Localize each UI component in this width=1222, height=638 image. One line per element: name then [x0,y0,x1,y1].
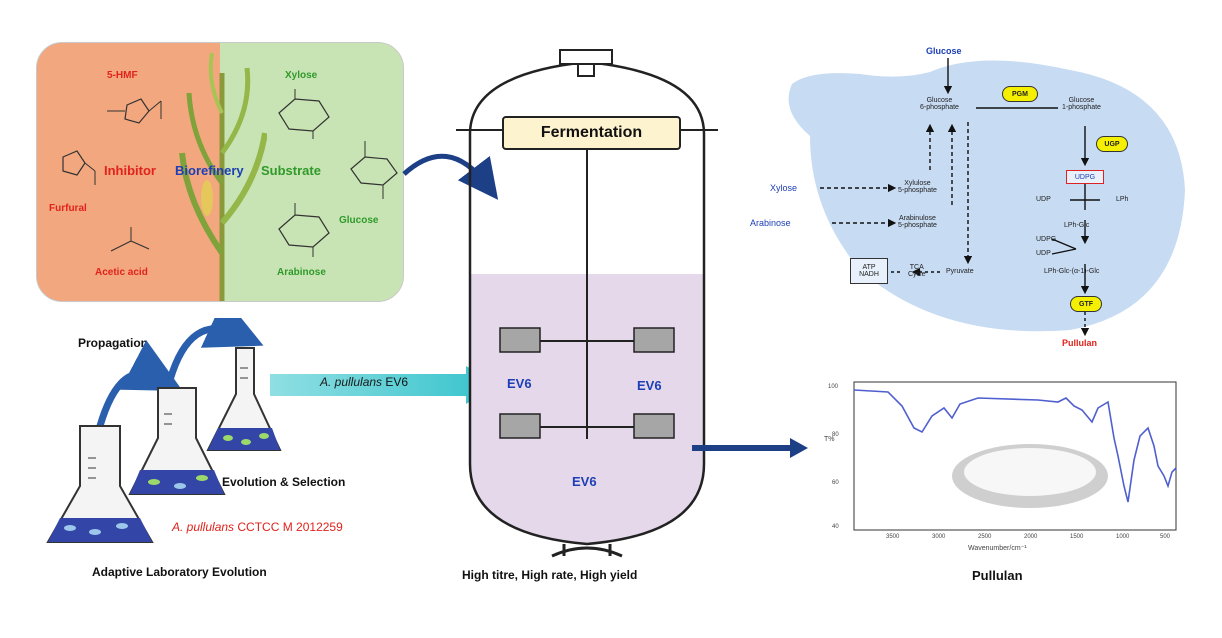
impeller-blade [499,327,541,353]
y-tick: 100 [828,384,839,390]
acetic-acid-structure-icon [110,227,150,252]
substrate-label: Substrate [261,163,321,178]
pathway-udp-2: UDP [1036,250,1051,257]
pathway-arabinose: Arabinose [750,218,791,228]
inhibitor-5hmf-label: 5-HMF [107,70,138,81]
fermenter-strain-label: EV6 [637,378,662,393]
substrate-xylose-label: Xylose [285,70,318,81]
y-tick: 80 [832,432,839,438]
pathway-g6p: Glucose 6-phosphate [920,97,959,111]
inhibitor-acetic-acid-label: Acetic acid [95,267,148,278]
glucose-structure-icon [350,141,398,199]
ugp-enzyme: UGP [1096,136,1128,152]
pathway-lph: LPh [1116,196,1129,203]
x-tick: 1000 [1116,534,1130,540]
pathway-arabinulose: Arabinulose 5-phosphate [898,215,937,229]
x-tick: 2500 [978,534,992,540]
parent-strain-id: CCTCC M 2012259 [237,520,343,534]
flask-2-icon [128,387,226,495]
fermentation-caption: High titre, High rate, High yield [462,568,638,582]
y-tick: 60 [832,480,839,486]
x-tick: 3500 [886,534,900,540]
impeller-blade [499,413,541,439]
gtf-enzyme: GTF [1070,296,1102,312]
inoculum-label: A. pullulans EV6 [320,375,408,389]
flask-1-icon [46,425,154,543]
xylose-structure-icon [278,89,330,139]
pathway-xylose: Xylose [770,183,798,193]
pathway-pullulan: Pullulan [1062,338,1098,348]
cell-shape [788,58,1185,337]
pathway-udp: UDP [1036,196,1051,203]
arabinose-structure-icon [278,203,330,257]
propagation-arrow-1 [96,340,183,427]
pathway-g1p: Glucose 1-phosphate [1062,97,1101,111]
pathway-tca: TCA Cycle [908,264,926,278]
y-axis-title: T% [824,436,835,443]
flask-3-icon [206,347,282,451]
x-tick: 1500 [1070,534,1084,540]
inhibitor-furfural-label: Furfural [49,203,87,214]
substrate-arabinose-label: Arabinose [277,267,326,278]
hmf-structure-icon [107,98,162,124]
biorefinery-label: Biorefinery [175,163,244,178]
parent-strain-species: A. pullulans [172,520,235,534]
x-tick: 3000 [932,534,946,540]
fermenter-strain-label: EV6 [507,376,532,391]
x-tick: 500 [1160,534,1171,540]
inoculum-arrow-icon [270,366,498,404]
substrate-glucose-label: Glucose [339,215,379,226]
corn-plant-icon [179,53,267,301]
fermentation-title: Fermentation [502,116,681,150]
pullulan-caption: Pullulan [972,568,1023,583]
fermenter-vessel [456,49,718,558]
propagation-arrow-2 [166,318,264,381]
inoculum-species: A. pullulans [320,375,383,389]
metabolic-pathway: Glucose Glucose 6-phosphate Glucose 1-ph… [740,40,1200,360]
pathway-udpg-2: UDPG [1036,236,1057,243]
pgm-enzyme: PGM [1002,86,1038,102]
pathway-lph-glc: LPh-Glc [1064,222,1090,229]
fermenter-strain-label: EV6 [572,474,597,489]
x-tick: 2000 [1024,534,1038,540]
ale-caption: Adaptive Laboratory Evolution [92,565,267,579]
pathway-pyruvate: Pyruvate [946,268,974,275]
parent-strain-label: A. pullulans CCTCC M 2012259 [172,520,343,534]
pathway-xylulose: Xylulose 5-phosphate [898,180,937,194]
feed-arrow-icon [402,153,499,200]
udpg-box: UDPG [1066,170,1104,184]
pathway-lph-glc-n: LPh-Glc-(α-1)-Glc [1044,268,1100,275]
spectrum-line [853,389,1177,503]
y-tick: 40 [832,524,839,530]
fermenter-cap [559,49,613,65]
furfural-structure-icon [62,150,96,185]
impeller-blade [633,413,675,439]
product-arrow-icon [692,438,808,458]
inhibitor-label: Inhibitor [104,163,156,178]
pathway-glucose: Glucose [926,46,962,56]
x-axis-title: Wavenumber/cm⁻¹ [968,545,1027,552]
ftir-spectrum: T% 100 80 60 40 3500 3000 2500 2000 1500… [818,376,1186,556]
evolution-selection-label: Evolution & Selection [222,475,346,489]
flasks-illustration [46,318,282,543]
feedstock-panel: 5-HMF Inhibitor Furfural Acetic acid Bio… [36,42,404,302]
spectrum-chart [853,381,1177,531]
inoculum-strain: EV6 [385,375,409,389]
atp-nadh-box: ATP NADH [850,258,888,284]
impeller-blade [633,327,675,353]
